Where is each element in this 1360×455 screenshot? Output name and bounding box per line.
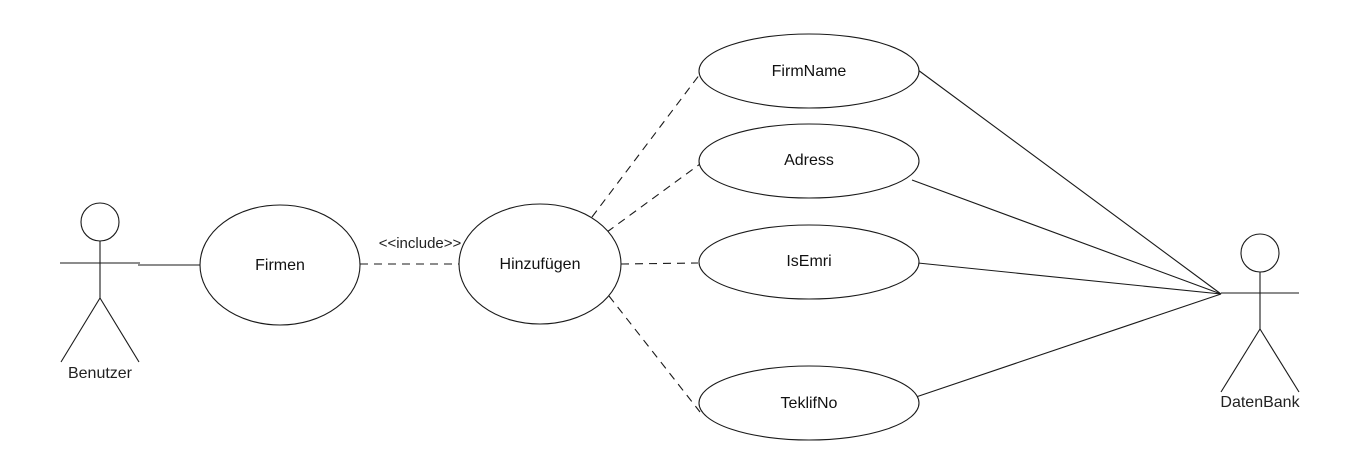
include-stereotype-label: <<include>>	[379, 235, 462, 252]
actor-right-leg	[99, 297, 140, 363]
dependency-hinzufuegen-teklifno	[608, 295, 701, 413]
actor-head	[80, 202, 120, 242]
use-case-firmname[interactable]: FirmName	[698, 33, 920, 109]
actor-label: DatenBank	[1220, 394, 1300, 411]
dependency-hinzufuegen-isemri	[620, 262, 699, 265]
association-isemri-datenbank	[917, 262, 1222, 295]
use-case-ellipse	[458, 203, 622, 325]
dependency-hinzufuegen-adress	[606, 163, 701, 233]
association-adress-datenbank	[911, 179, 1222, 295]
use-case-isemri[interactable]: IsEmri	[698, 224, 920, 300]
use-case-firmen[interactable]: Firmen	[199, 204, 361, 326]
actor-left-leg	[60, 297, 101, 363]
dependency-hinzufuegen-firmname	[591, 73, 701, 218]
use-case-ellipse	[698, 224, 920, 300]
actor-benutzer[interactable]: Benutzer	[60, 202, 140, 382]
actor-label: Benutzer	[68, 365, 133, 382]
actor-head	[1240, 233, 1280, 273]
use-case-ellipse	[199, 204, 361, 326]
association-teklifno-datenbank	[912, 293, 1222, 399]
use-case-hinzufuegen[interactable]: Hinzufügen	[458, 203, 622, 325]
actor-right-leg	[1259, 328, 1300, 393]
actor-left-leg	[1220, 328, 1261, 393]
use-case-ellipse	[698, 123, 920, 199]
use-case-adress[interactable]: Adress	[698, 123, 920, 199]
use-case-ellipse	[698, 33, 920, 109]
connections	[138, 69, 1222, 413]
use-case-label: TeklifNo	[781, 395, 838, 412]
actor-datenbank[interactable]: DatenBank	[1220, 233, 1301, 411]
use-case-label: Hinzufügen	[500, 256, 581, 273]
association-firmname-datenbank	[917, 69, 1222, 295]
use-case-label: IsEmri	[786, 253, 831, 270]
use-case-label: Firmen	[255, 257, 305, 274]
use-case-label: FirmName	[772, 63, 847, 80]
use-case-teklifno[interactable]: TeklifNo	[698, 365, 920, 441]
use-case-label: Adress	[784, 152, 834, 169]
use-case-ellipse	[698, 365, 920, 441]
